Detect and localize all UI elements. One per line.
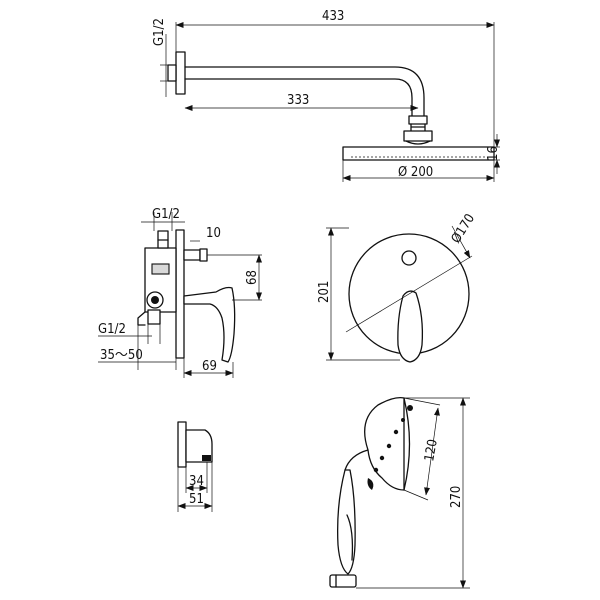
dim-arm-overall: 433 — [322, 9, 344, 24]
valve-front-view: Ø170 201 — [317, 211, 478, 363]
dim-hand-length: 270 — [449, 486, 464, 508]
dim-valve-thread-top: G1/2 — [152, 207, 180, 222]
shower-arm — [184, 66, 425, 117]
dim-lever-projection: 69 — [202, 359, 217, 374]
valve-side-view: G1/2 10 68 G1/2 35～50 69 — [98, 207, 262, 378]
dim-valve-offset: 10 — [206, 226, 221, 241]
dim-head-thickness: 16 — [486, 146, 501, 161]
hand-shower-handle — [337, 469, 356, 575]
diverter-knob — [401, 250, 417, 266]
dim-valve-thread-bottom: G1/2 — [98, 322, 126, 337]
dim-plate-diameter: Ø170 — [449, 211, 478, 246]
shower-head — [342, 146, 495, 161]
wall-flange — [175, 51, 186, 95]
wall-outlet — [185, 429, 213, 463]
dim-head-diameter: Ø 200 — [398, 165, 433, 180]
valve-lever — [183, 286, 236, 363]
dim-wall-depth: 35～50 — [100, 348, 143, 363]
dim-outlet-projection: 34 — [189, 474, 204, 489]
dim-outlet-width: 51 — [189, 492, 204, 507]
dim-arm-thread: G1/2 — [152, 18, 167, 46]
dim-valve-spacing: 68 — [245, 270, 260, 285]
dim-arm-length: 333 — [287, 93, 309, 108]
hand-shower-view: 120 270 — [329, 397, 470, 589]
wall-outlet-view: 34 51 — [177, 421, 213, 512]
dim-plate-height: 201 — [317, 281, 332, 303]
front-lever — [397, 290, 424, 363]
dim-hand-face: 120 — [422, 438, 441, 463]
overhead-shower-view: 433 333 G1/2 16 Ø 200 — [152, 9, 501, 182]
